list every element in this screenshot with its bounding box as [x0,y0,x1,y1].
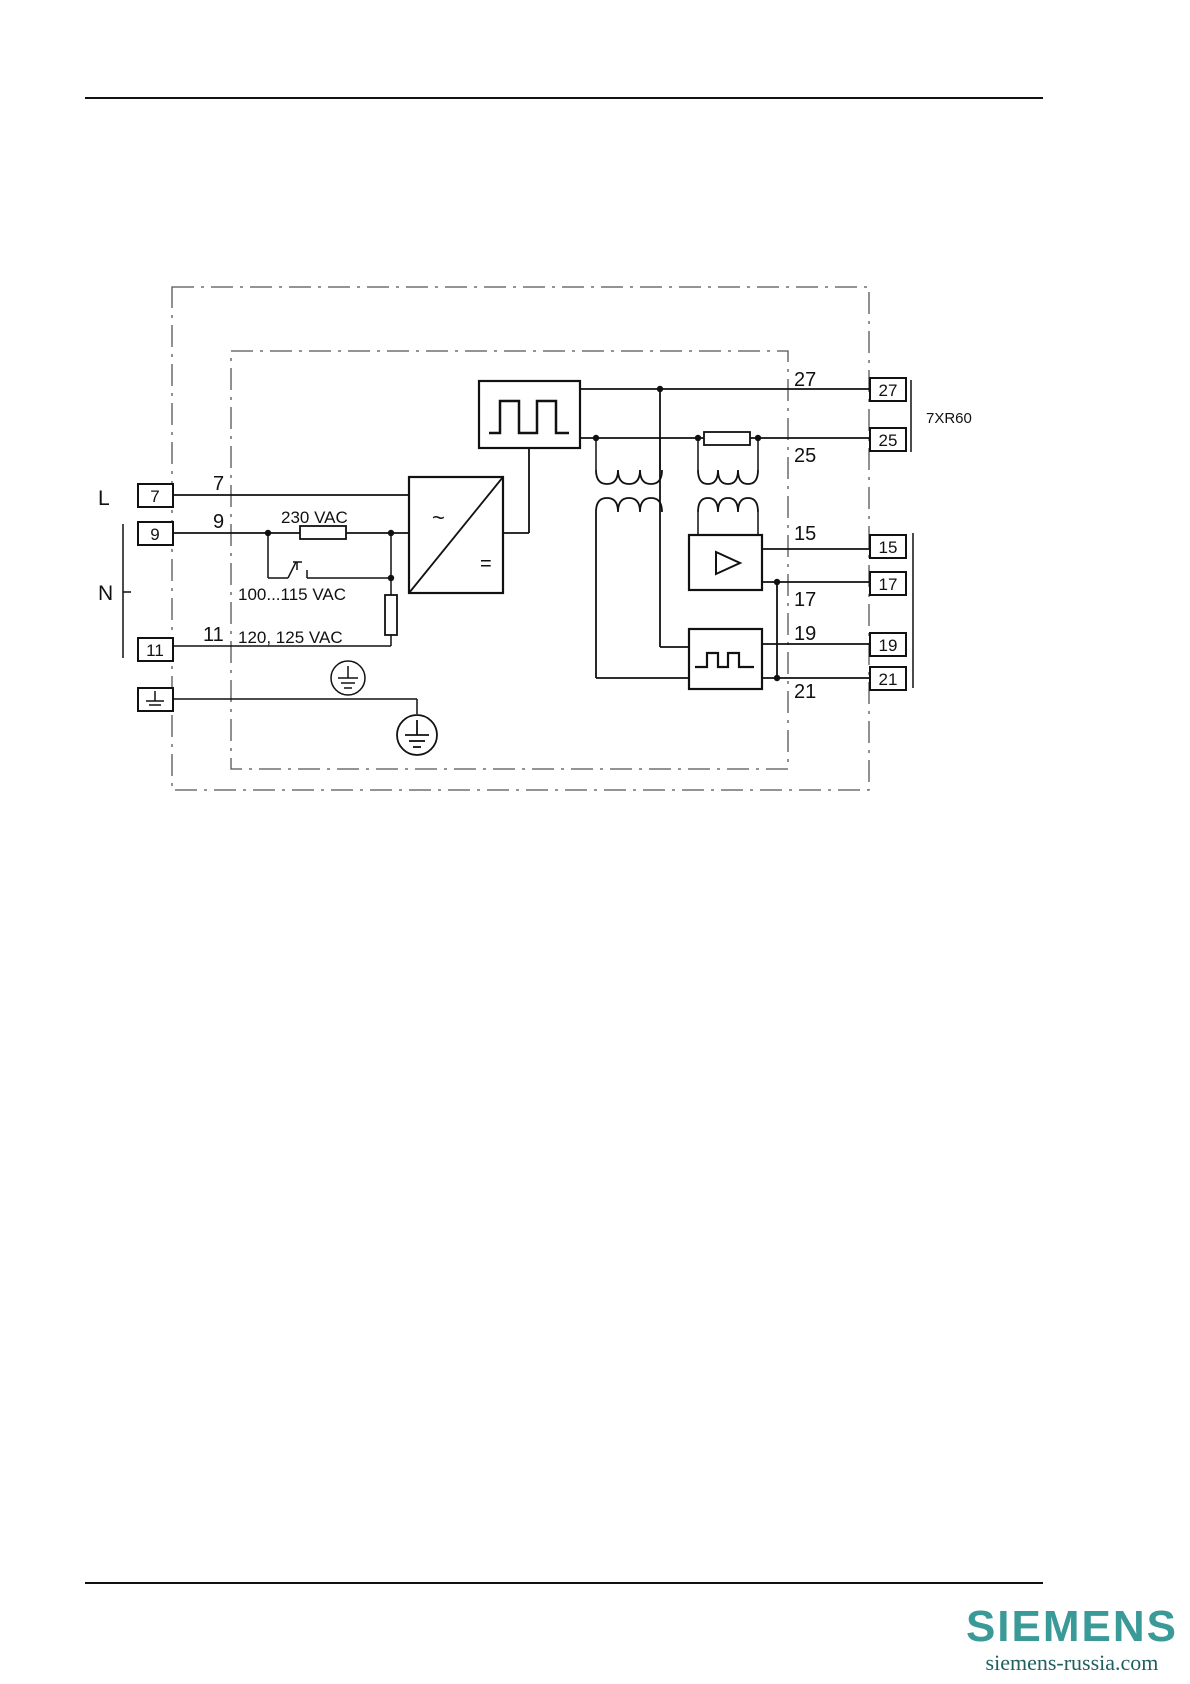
brand-name: SIEMENS [966,1603,1178,1651]
voltage-120-label: 120, 125 VAC [238,628,343,647]
protective-earth-icon [331,661,365,695]
siemens-logo: SIEMENS siemens-russia.com [966,1603,1178,1675]
amplifier [689,535,762,590]
transformer-2 [698,438,758,535]
wire-number-17: 17 [794,589,816,611]
voltage-100-label: 100...115 VAC [238,585,346,604]
dc-symbol: = [480,553,492,575]
earth-icon [397,715,437,755]
ac-dc-converter: ~ = [409,477,503,593]
terminal-17: 17 [870,572,906,595]
svg-text:7: 7 [150,487,159,506]
svg-text:15: 15 [879,538,898,557]
terminal-9: 9 [138,522,173,545]
svg-text:27: 27 [879,381,898,400]
svg-text:11: 11 [146,641,164,660]
ac-symbol: ~ [432,505,445,530]
svg-text:19: 19 [879,636,898,655]
device-label: 7XR60 [926,410,972,427]
line-label: L [98,487,110,510]
wire-number-25: 25 [794,445,816,467]
wire-number-15: 15 [794,523,816,545]
brand-url: siemens-russia.com [966,1651,1178,1675]
wire-number-27: 27 [794,369,816,391]
transformer-1 [596,438,662,678]
pulse-generator [479,381,580,448]
neutral-label: N [98,582,113,605]
terminal-15: 15 [870,535,906,558]
resistor-120 [385,595,397,635]
footer-rule [85,1582,1043,1584]
svg-text:21: 21 [879,670,898,689]
wire-number-9: 9 [213,511,224,533]
terminal-7: 7 [138,484,173,507]
svg-text:17: 17 [879,575,898,594]
wire-number-11: 11 [203,624,224,646]
terminal-27: 27 [870,378,906,401]
wire-number-7: 7 [213,473,224,495]
resistor-230 [300,526,346,539]
svg-text:9: 9 [150,525,159,544]
terminal-25: 25 [870,428,906,451]
pulse-output [689,629,762,689]
terminal-21: 21 [870,667,906,690]
terminal-19: 19 [870,633,906,656]
earth-terminal [138,688,173,711]
voltage-230-label: 230 VAC [281,508,348,527]
wire-number-21: 21 [794,681,816,703]
wire-number-19: 19 [794,623,816,645]
svg-text:25: 25 [879,431,898,450]
outer-enclosure [172,287,869,790]
resistor-25 [704,432,750,445]
terminal-11: 11 [138,638,173,661]
